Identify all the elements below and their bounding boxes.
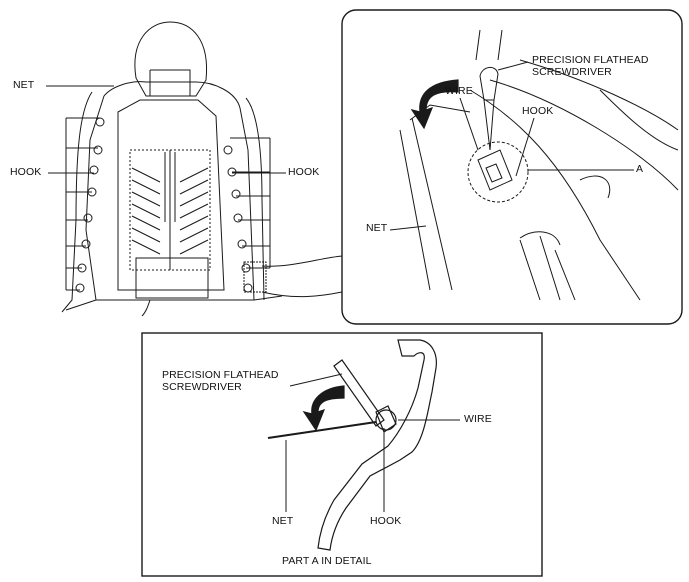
seatback-illustration [46, 21, 343, 317]
net-area [117, 99, 225, 291]
headrest [134, 21, 208, 97]
label-tool-detail-1: PRECISION FLATHEAD [532, 54, 649, 66]
net-pattern [129, 149, 211, 271]
seatback-outline [85, 81, 255, 301]
screwdriver-part-a [333, 359, 385, 427]
hook-profile [317, 339, 437, 551]
net-line [267, 421, 377, 439]
rotation-arrow-detail [410, 79, 459, 130]
label-tool-detail-2: SCREWDRIVER [532, 66, 612, 78]
label-hook-left: HOOK [10, 166, 42, 178]
callout-circle-a [467, 141, 529, 203]
zoom-leader [261, 255, 343, 298]
detail-panel [341, 9, 683, 325]
hook-bracket [477, 149, 513, 191]
label-net-parta: NET [272, 515, 294, 527]
label-hook-detail: HOOK [522, 105, 554, 117]
label-wire-detail: WIRE [445, 85, 473, 97]
label-callout-a: A [636, 163, 644, 175]
part-a-panel [141, 332, 543, 577]
rotation-arrow-part-a [302, 385, 345, 432]
label-wire-parta: WIRE [464, 413, 492, 425]
label-tool-parta-1: PRECISION FLATHEAD [162, 369, 279, 381]
right-hook-column [223, 145, 253, 293]
label-net-detail: NET [366, 222, 388, 234]
left-hook-column [75, 117, 105, 293]
label-hook-parta: HOOK [370, 515, 402, 527]
label-tool-parta-2: SCREWDRIVER [162, 381, 242, 393]
label-hook-right: HOOK [288, 166, 320, 178]
caption-part-a: PART A IN DETAIL [282, 555, 372, 567]
lumbar-box [135, 257, 209, 299]
screwdriver-detail [479, 67, 499, 101]
label-net-left: NET [13, 79, 35, 91]
